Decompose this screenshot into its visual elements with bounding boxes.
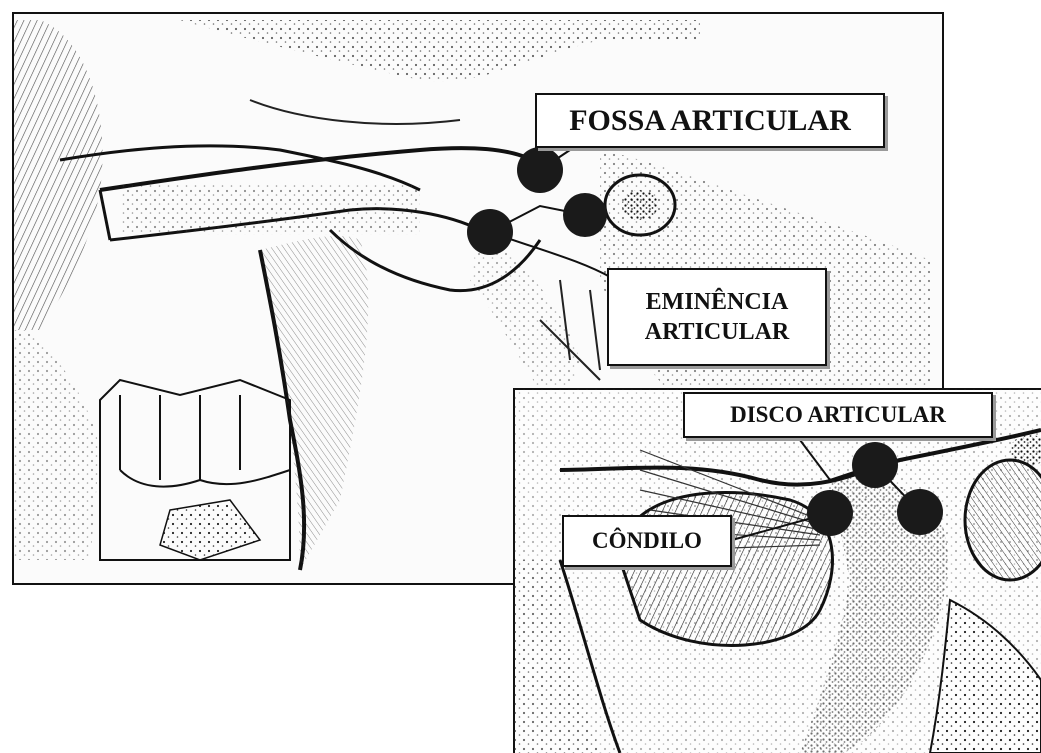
disco-marker-posterior (897, 489, 943, 535)
label-disco-text: DISCO ARTICULAR (730, 402, 946, 428)
label-fossa-articular: FOSSA ARTICULAR (535, 93, 885, 148)
label-condilo-text: CÔNDILO (592, 528, 702, 554)
label-disco-articular: DISCO ARTICULAR (683, 392, 993, 438)
label-eminencia-articular: EMINÊNCIA ARTICULAR (607, 268, 827, 366)
condilo-marker (807, 490, 853, 536)
disco-marker (852, 442, 898, 488)
label-eminencia-line1: EMINÊNCIA (646, 287, 789, 317)
label-condilo: CÔNDILO (562, 515, 732, 567)
label-fossa-text: FOSSA ARTICULAR (569, 104, 851, 138)
label-eminencia-line2: ARTICULAR (645, 317, 790, 347)
